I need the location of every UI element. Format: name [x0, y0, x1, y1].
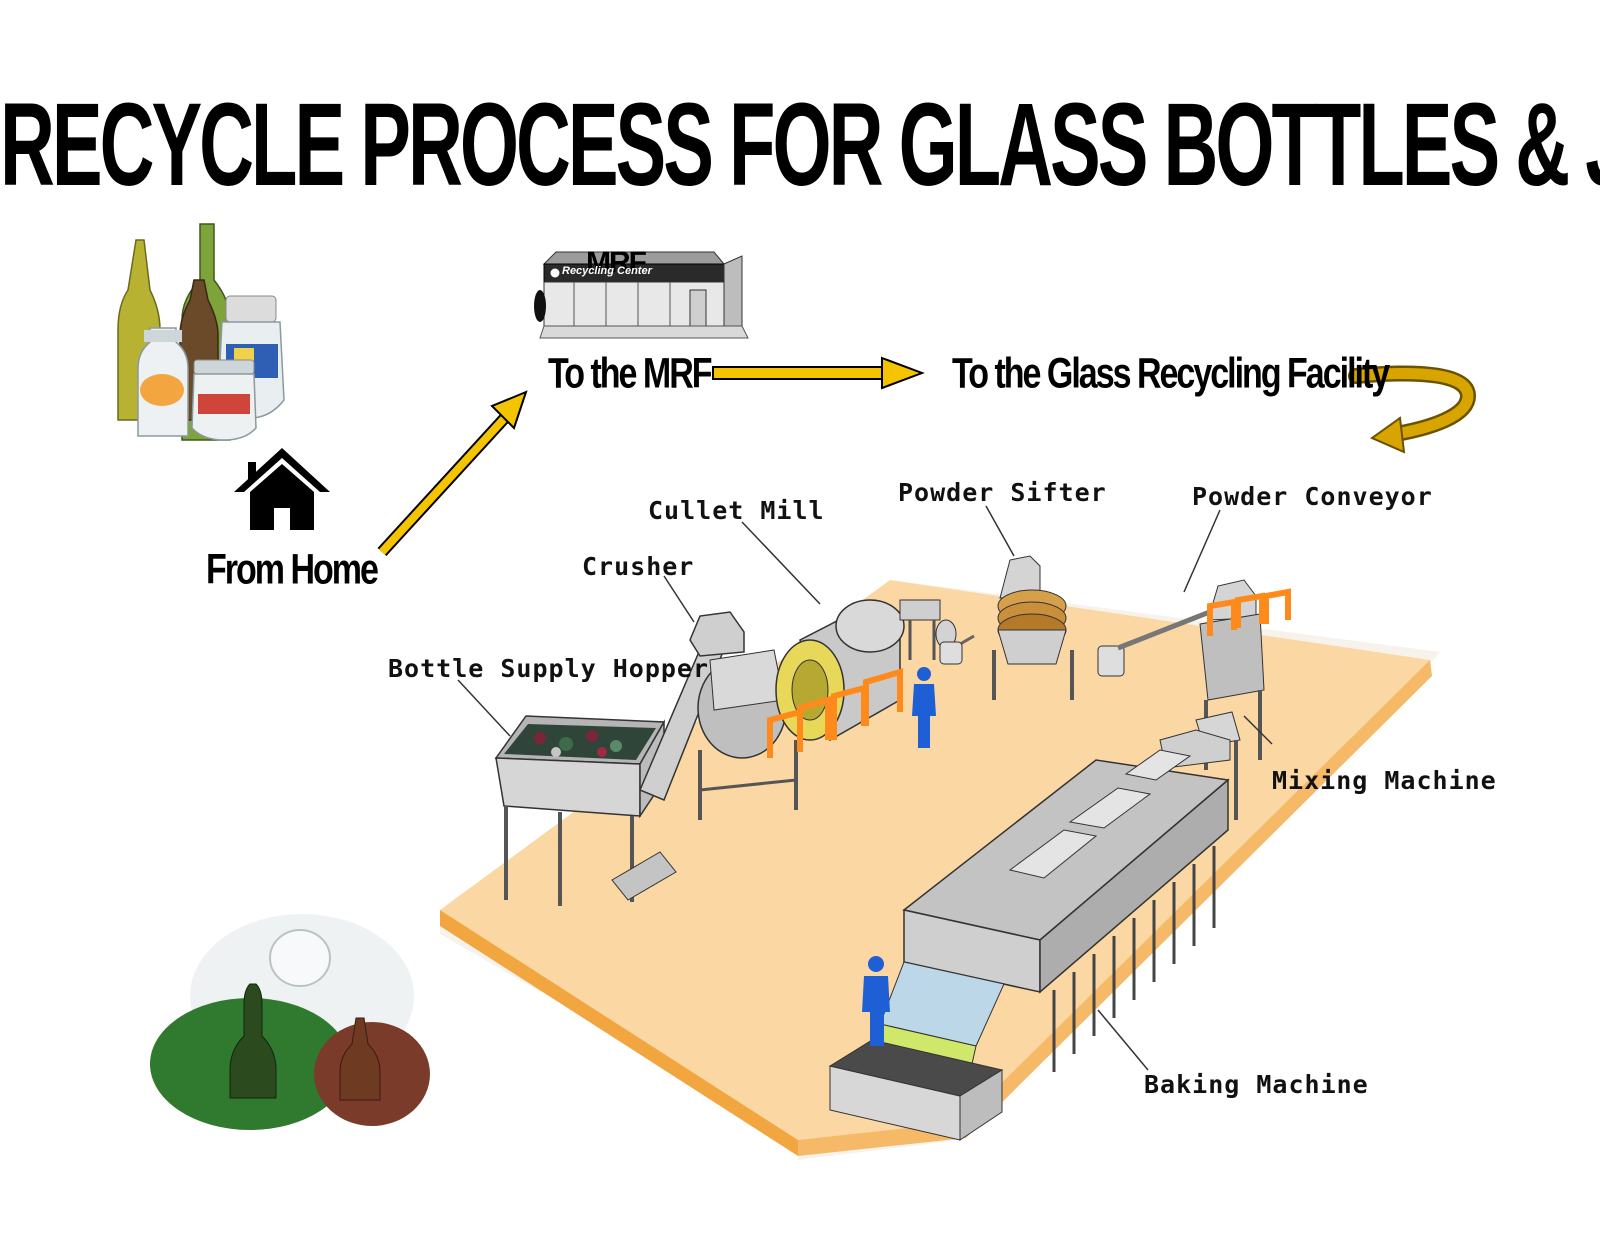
- house-icon: [234, 448, 330, 530]
- to-mrf-label: To the MRF: [548, 350, 713, 398]
- mixing-machine-label: Mixing Machine: [1272, 766, 1497, 795]
- from-home-label: From Home: [206, 546, 379, 594]
- crusher-label: Crusher: [582, 552, 695, 581]
- crushed-glass-illustration: [150, 914, 430, 1130]
- arrow-mrf-to-facility: [712, 356, 925, 390]
- powder-sifter-machine: [939, 555, 1125, 700]
- bottle-supply-hopper: [494, 625, 731, 906]
- bottle-supply-hopper-label: Bottle Supply Hopper: [388, 654, 710, 683]
- powder-conveyor-machine: [1117, 579, 1265, 770]
- powder-sifter-label: Powder Sifter: [898, 478, 1107, 507]
- diagram-title: RECYCLE PROCESS FOR GLASS BOTTLES & JARS: [0, 79, 1600, 212]
- crusher-machine: [689, 611, 798, 820]
- orange-frames-mill: [767, 667, 903, 758]
- recycling-center-sign: Recycling Center: [562, 265, 652, 277]
- leader-lines: [457, 505, 1273, 1071]
- worker-figure: [912, 667, 936, 748]
- bottles-jars-illustration: [117, 223, 285, 441]
- baking-machine-label: Baking Machine: [1144, 1070, 1369, 1099]
- powder-conveyor-label: Powder Conveyor: [1192, 482, 1433, 511]
- baking-machine: [828, 749, 1230, 1141]
- cullet-mill-label: Cullet Mill: [648, 496, 825, 525]
- factory-illustration: [440, 505, 1440, 1160]
- worker-figure-2: [862, 956, 890, 1046]
- to-facility-label: To the Glass Recycling Facility: [952, 350, 1390, 398]
- arrow-home-to-mrf: [377, 390, 528, 557]
- orange-frames-conveyor: [1207, 588, 1291, 636]
- arrow-curved-to-factory: [1348, 365, 1477, 454]
- recycling-center-illustration: [534, 251, 749, 339]
- mrf-sign-label: MRF: [586, 246, 647, 279]
